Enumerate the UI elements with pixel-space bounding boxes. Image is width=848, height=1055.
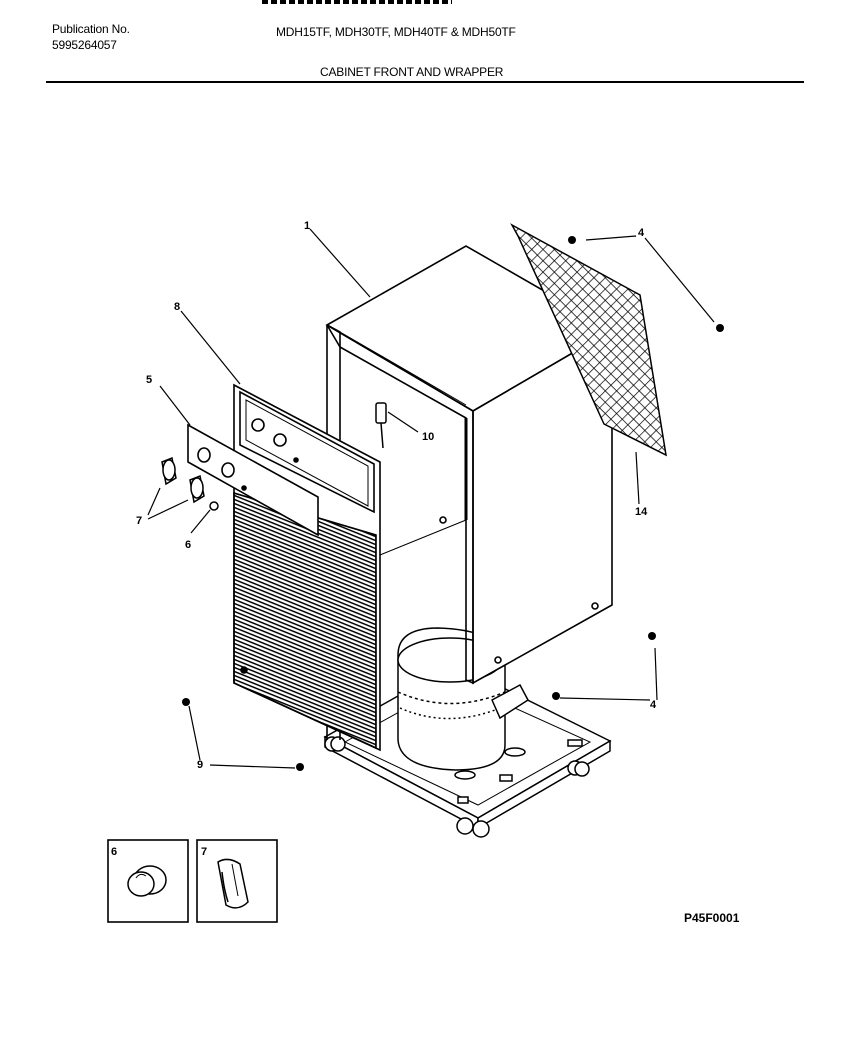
callout-4-top: 4: [638, 227, 645, 239]
inset-handle-knob: 7: [196, 839, 278, 923]
sensor-bulb: [375, 402, 387, 449]
callout-9: 9: [197, 759, 203, 771]
model-list: MDH15TF, MDH30TF, MDH40TF & MDH50TF: [276, 25, 516, 39]
control-panel: [187, 423, 319, 537]
base-platform: [323, 663, 612, 838]
publication-number: 5995264057: [52, 38, 117, 52]
drawing-reference-code: P45F0001: [684, 911, 740, 925]
cabinet-wrapper: [325, 245, 614, 740]
callout-6: 6: [185, 539, 191, 551]
callout-7: 7: [136, 515, 142, 527]
callout-14: 14: [635, 506, 648, 518]
callout-4-bottom: 4: [650, 699, 657, 711]
inset-knob-label: 6: [111, 846, 117, 858]
callout-10: 10: [422, 431, 434, 443]
leader-lines: [147, 228, 715, 769]
section-title: CABINET FRONT AND WRAPPER: [320, 65, 504, 79]
front-grille-panel: [233, 383, 381, 752]
truncated-header-line: [262, 0, 452, 4]
callout-1: 1: [304, 220, 310, 232]
callout-8: 8: [174, 301, 180, 313]
screws: [182, 236, 724, 771]
inset-handle-label: 7: [201, 846, 207, 858]
rear-mesh-filter: [510, 223, 667, 457]
callout-5: 5: [146, 374, 152, 386]
header-rule: [46, 81, 804, 83]
publication-label: Publication No.: [52, 22, 130, 36]
inset-knob: 6: [107, 839, 189, 923]
panel-knobs: [161, 456, 219, 511]
